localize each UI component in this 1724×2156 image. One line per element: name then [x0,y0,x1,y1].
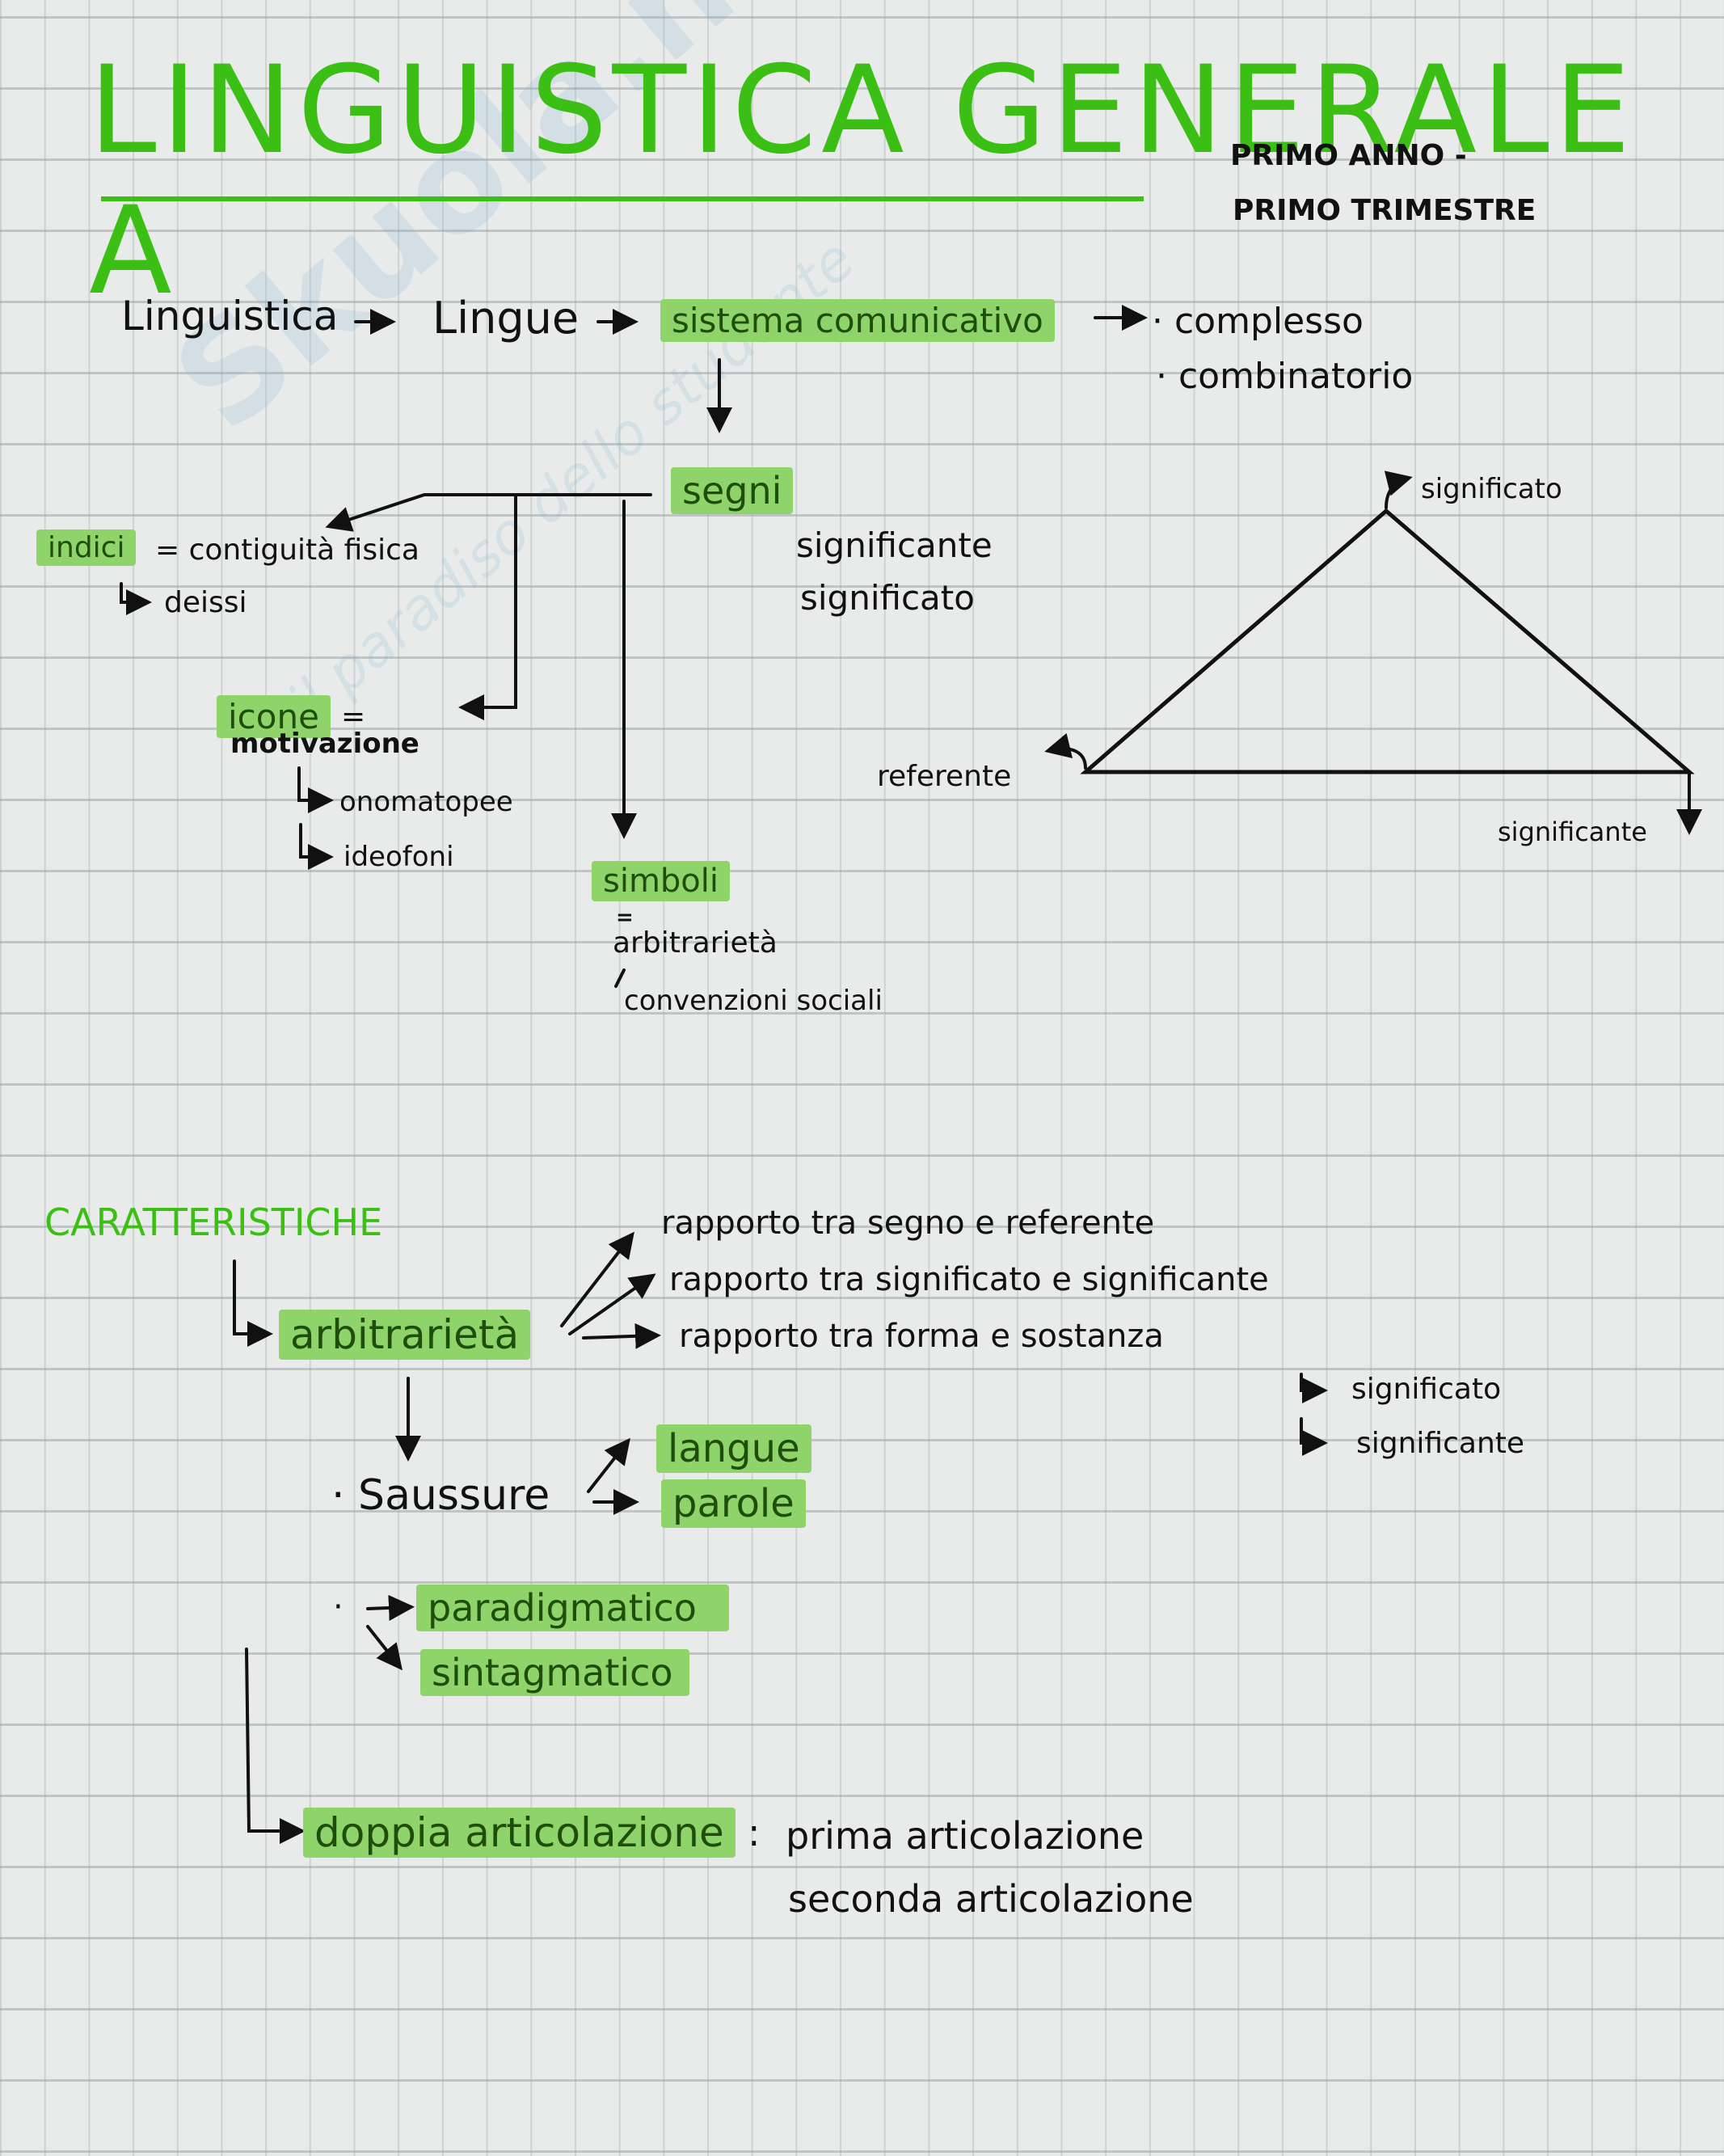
arrow-segni-indici [325,493,652,532]
segni-significante: significante [796,525,993,565]
arrow-referente-label [1044,732,1087,770]
indici-deissi: deissi [164,586,247,619]
semiotic-triangle [1080,508,1695,774]
triangle-right-label: significante [1498,816,1647,847]
icone-onomatopee: onomatopee [339,786,513,818]
slash-mark [614,968,626,988]
node-saussure: · Saussure [331,1471,550,1520]
node-indici: indici [36,530,137,566]
asse-paradigmatico: paradigmatico [416,1584,729,1631]
prop-complesso: · complesso [1152,301,1364,342]
subtitle-year: PRIMO ANNO - [1230,139,1467,172]
node-arbitrarieta: arbitrarietà [279,1310,531,1360]
simboli-eq: = [616,905,634,930]
node-segni: segni [671,467,794,514]
seconda-articolazione: seconda articolazione [788,1877,1194,1921]
arrow-rel-3 [582,1323,661,1349]
node-sistema-comunicativo: sistema comunicativo [660,299,1055,342]
triangle-top-label: significato [1421,473,1562,505]
arrow-segni-icone [458,493,517,720]
arrow-significato-label [1384,470,1413,509]
arrow-sintagmatico [366,1625,403,1671]
icone-definition: motivazione [230,728,419,760]
prop-combinatorio: · combinatorio [1156,356,1414,397]
saussure-parole: parole [661,1479,806,1528]
saussure-langue: langue [656,1424,811,1473]
arrow-langue [587,1437,630,1493]
arrow-icone-ideofoni [299,823,334,870]
node-simboli: simboli [592,861,731,901]
page-title: LINGUISTICA GENERALE A [89,40,1636,322]
simboli-convenzioni: convenzioni sociali [624,985,883,1017]
arrow-rel-2 [568,1273,656,1335]
prima-articolazione: prima articolazione [786,1814,1144,1858]
subtitle-term: PRIMO TRIMESTRE [1233,194,1536,227]
arrow-sub-significante [1300,1417,1328,1456]
icone-ideofoni: ideofoni [344,841,454,873]
simboli-definition: arbitrarietà [613,926,778,960]
arrow-icone-onomatopee [297,766,334,813]
forma-sostanza-significato: significato [1351,1373,1502,1406]
indici-definition: = contiguità fisica [155,534,419,567]
doppia-sep: : [748,1811,761,1854]
relation-forma-sostanza: rapporto tra forma e sostanza [679,1318,1164,1355]
relation-segno-referente: rapporto tra segno e referente [661,1205,1155,1242]
node-lingue: Lingue [432,293,580,344]
arrow-paradigmatico [366,1594,415,1621]
relation-significato-significante: rapporto tra significato e significante [669,1261,1269,1298]
title-underline [101,196,1144,201]
triangle-left-label: referente [877,760,1012,793]
node-icone: icone [217,695,331,738]
arrow-doppia [245,1648,306,1844]
arrow-sub-significato [1300,1373,1328,1403]
arrow-car-arbitrarieta [233,1259,273,1347]
node-linguistica: Linguistica [121,293,339,340]
forma-sostanza-significante: significante [1356,1427,1525,1460]
segni-significato: significato [800,578,975,618]
icone-eq: = [341,700,366,733]
arrow-rel-1 [560,1231,634,1327]
caratteristiche-heading: CARATTERISTICHE [44,1200,383,1244]
arrow-indici-deissi [120,582,152,615]
node-doppia-articolazione: doppia articolazione [303,1808,736,1858]
asse-sintagmatico: sintagmatico [420,1649,689,1696]
bullet-dot: · [333,1589,344,1626]
